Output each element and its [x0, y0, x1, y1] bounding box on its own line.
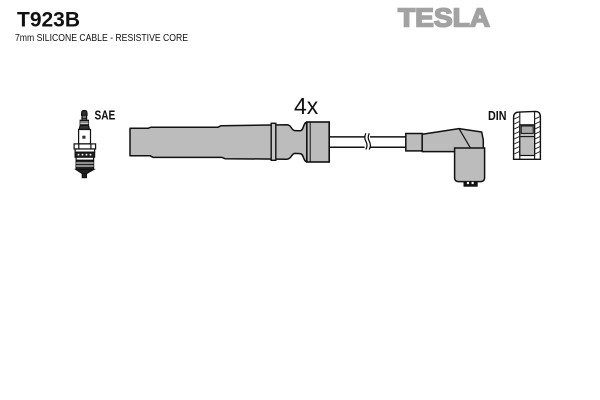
svg-text:4x: 4x	[294, 93, 319, 119]
svg-text:DIN: DIN	[488, 109, 507, 123]
svg-text:7mm SILICONE CABLE - RESISTIVE: 7mm SILICONE CABLE - RESISTIVE CORE	[15, 33, 188, 44]
svg-text:TESLA: TESLA	[398, 3, 490, 33]
svg-text:SAE: SAE	[95, 109, 116, 123]
svg-text:T923B: T923B	[17, 8, 80, 32]
